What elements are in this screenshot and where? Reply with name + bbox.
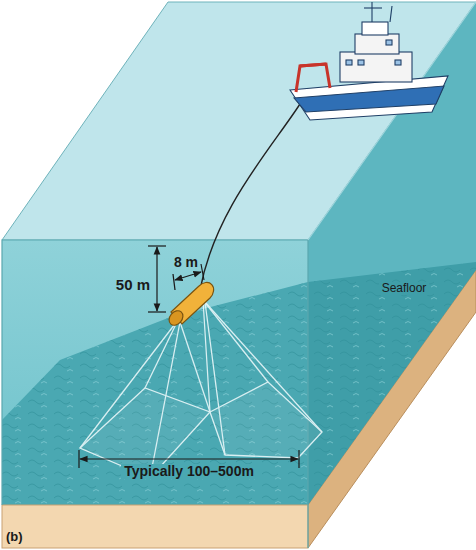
dimension-label: Typically 100–500m [121,464,257,479]
towfish [166,282,213,328]
dimension-label: 50 m [116,277,150,294]
dimension-lines [79,246,299,468]
dimension-label: 8 m [174,255,198,270]
tow-cable [200,104,300,290]
water-front-face [2,240,308,505]
seafloor-right [308,262,476,505]
survey-ship [290,2,448,120]
cube-edge [308,2,476,240]
panel-letter: (b) [6,530,23,544]
sonar-beams [80,300,322,478]
region-label: Seafloor [379,282,430,295]
sand-front-face [2,505,308,548]
seafloor-right-texture [308,262,476,505]
